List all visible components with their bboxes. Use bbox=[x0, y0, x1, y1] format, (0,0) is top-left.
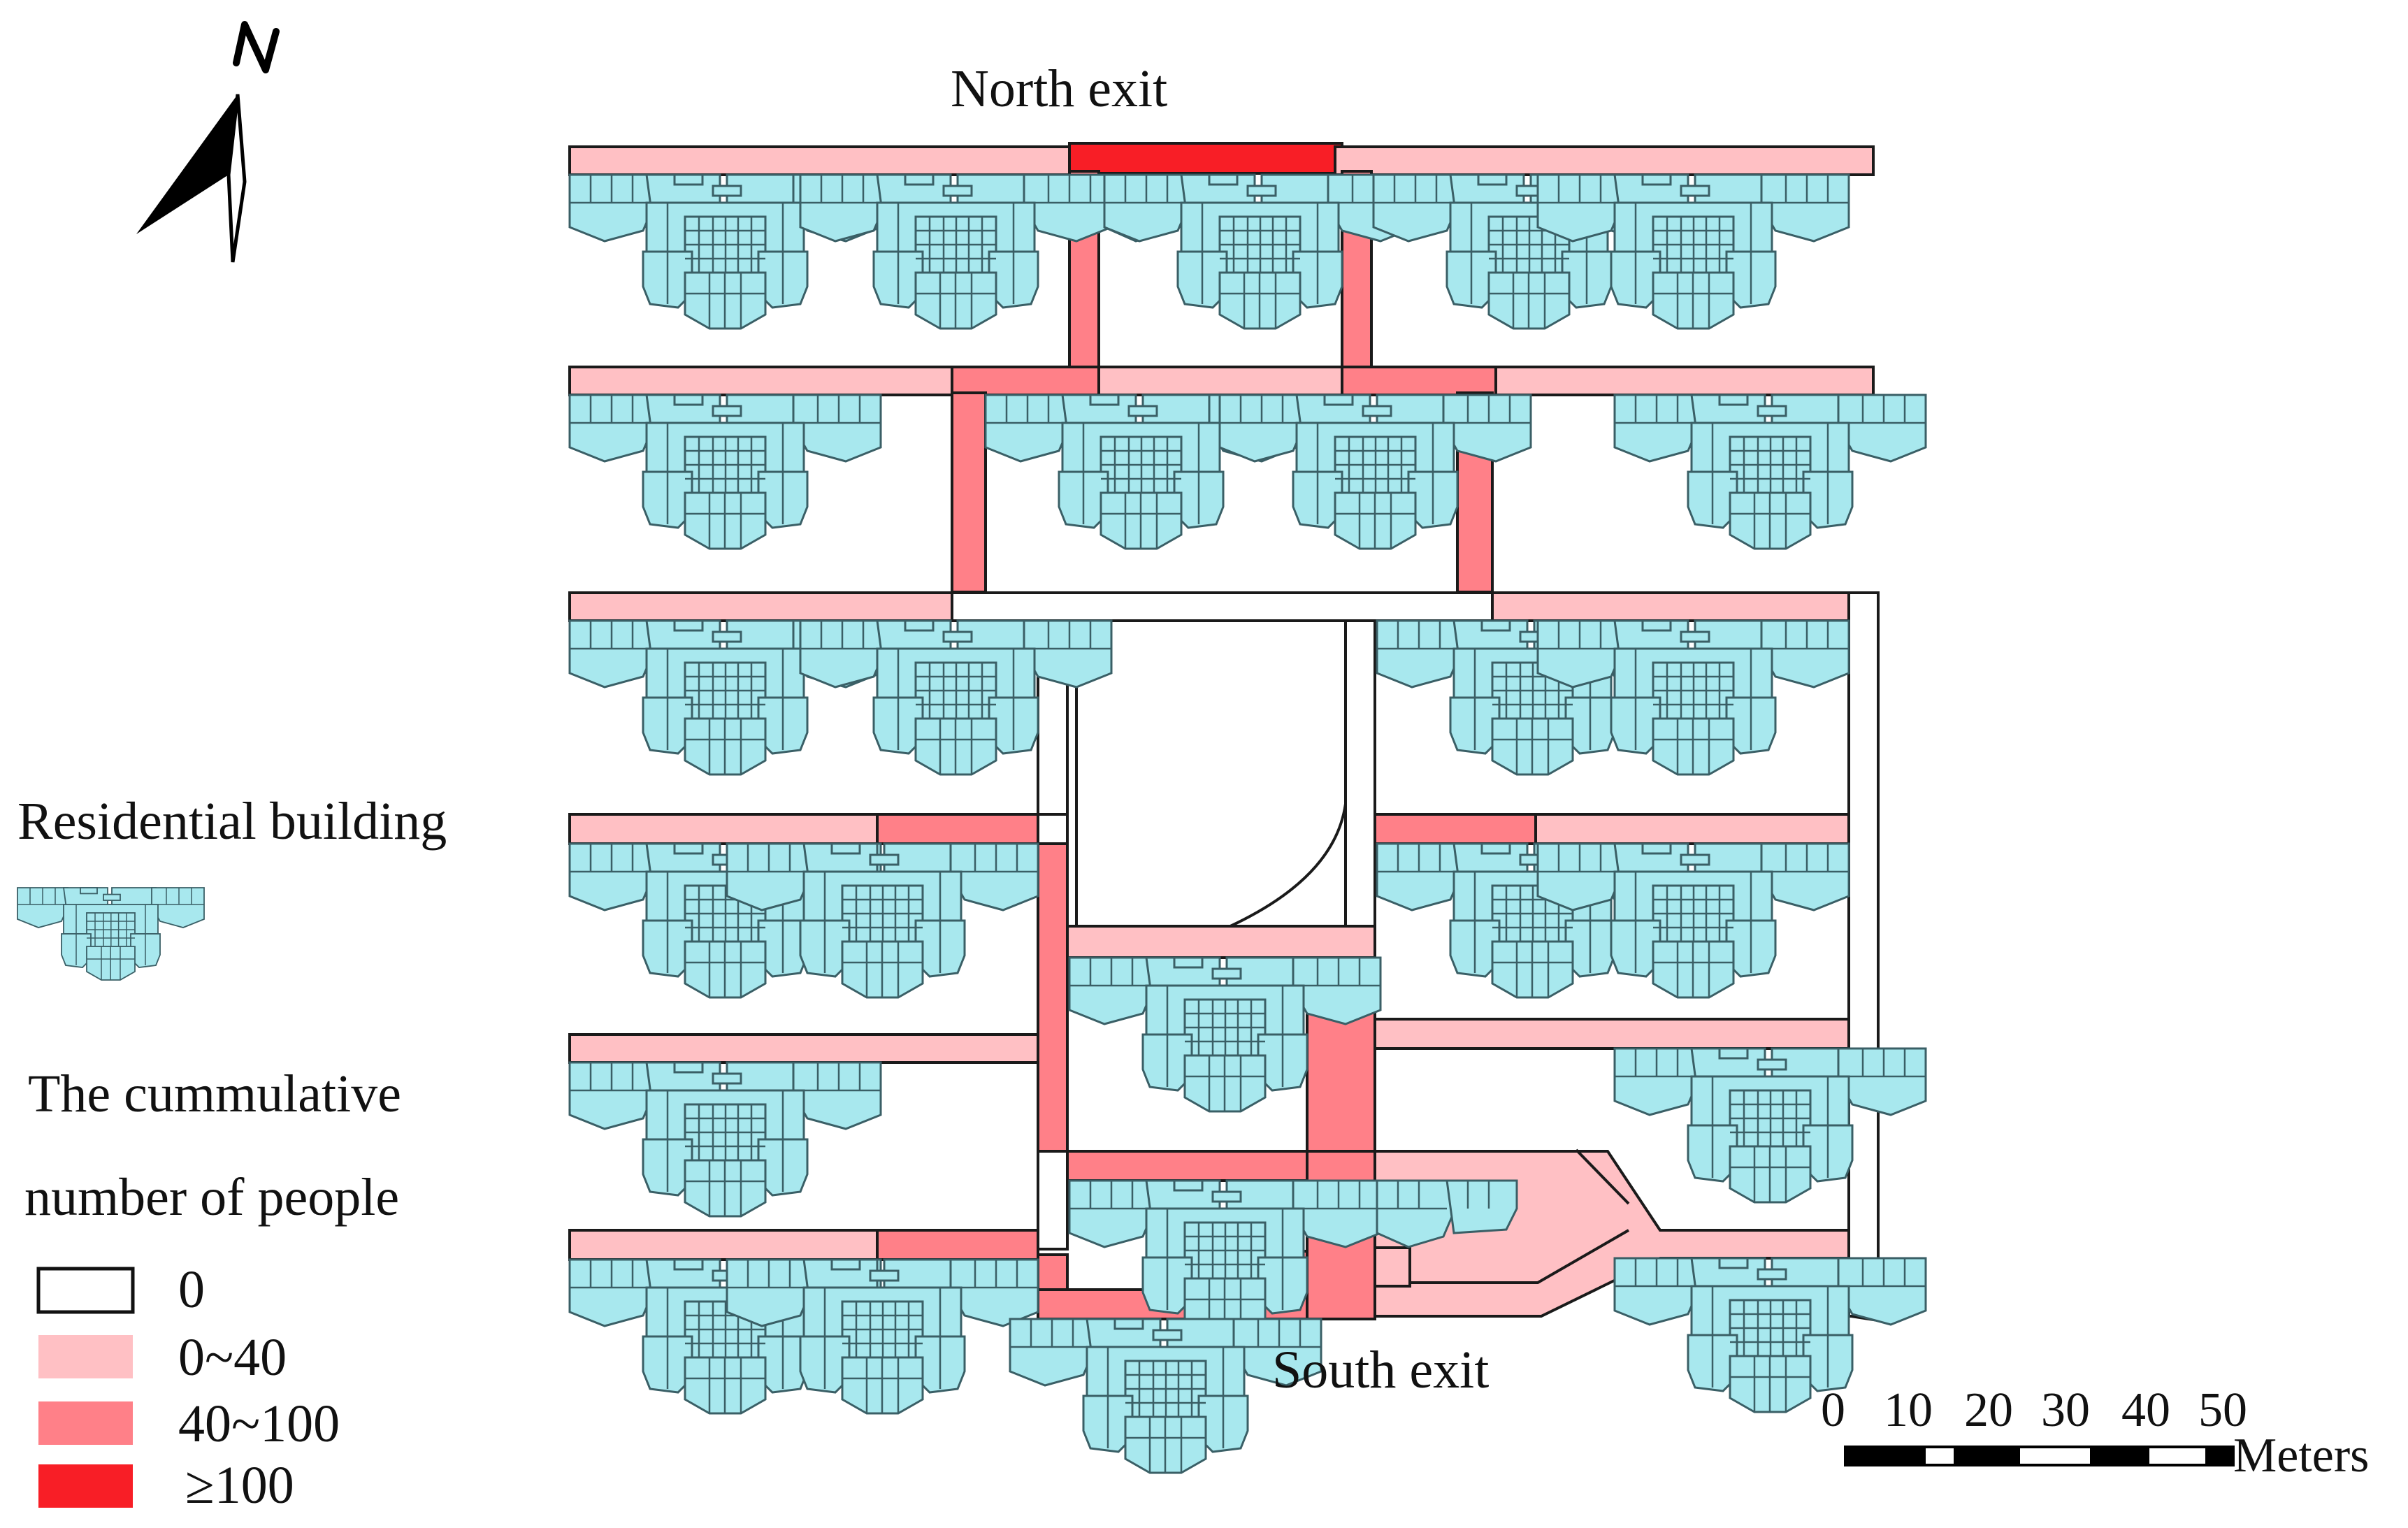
scale-unit-label: Meters bbox=[2233, 1429, 2369, 1483]
residential-building bbox=[1613, 1257, 1927, 1413]
residential-building bbox=[568, 1061, 882, 1218]
road-segment bbox=[1097, 366, 1343, 396]
road-segment bbox=[1066, 1150, 1308, 1182]
legend-class-label: 40~100 bbox=[178, 1394, 340, 1453]
scale-tick-label: 50 bbox=[2198, 1383, 2247, 1437]
south-exit-label: South exit bbox=[1272, 1341, 1489, 1399]
legend-swatch-100 bbox=[38, 1464, 133, 1508]
residential-building bbox=[1613, 394, 1927, 550]
road-segment bbox=[1037, 1150, 1069, 1250]
road-segment bbox=[568, 366, 956, 396]
road-segment bbox=[1037, 813, 1069, 845]
road-segment bbox=[876, 1229, 1039, 1261]
road-segment bbox=[1374, 1018, 1850, 1050]
road-segment bbox=[1068, 142, 1343, 175]
road-segment bbox=[1374, 813, 1537, 845]
scale-tick-label: 20 bbox=[1964, 1383, 2013, 1437]
legend-title-line2: number of people bbox=[24, 1168, 399, 1227]
legend-class-label: ≥100 bbox=[185, 1456, 294, 1515]
residential-building bbox=[799, 173, 1113, 330]
road-segment bbox=[568, 1033, 1039, 1064]
residential-building bbox=[568, 394, 882, 550]
scale-tick-label: 30 bbox=[2041, 1383, 2090, 1437]
legend-swatch-40-100 bbox=[38, 1401, 133, 1445]
scale-bar: 0 10 20 30 40 50 Meters bbox=[1821, 1383, 2369, 1483]
scale-tick-label: 10 bbox=[1884, 1383, 1933, 1437]
scale-tick-label: 40 bbox=[2121, 1383, 2170, 1437]
road-segment bbox=[568, 145, 1078, 176]
legend-building-label: Residential building bbox=[17, 792, 447, 851]
road-segment bbox=[1341, 366, 1497, 396]
north-exit-label: North exit bbox=[951, 59, 1167, 118]
road-segment bbox=[1037, 842, 1069, 1153]
road-segment bbox=[1847, 591, 1880, 1318]
legend-class-label: 0 bbox=[178, 1260, 205, 1319]
road-network bbox=[568, 142, 1881, 1322]
legend-swatch-0-40 bbox=[38, 1335, 133, 1378]
road-segment bbox=[1491, 591, 1850, 622]
scale-tick-label: 0 bbox=[1821, 1383, 1845, 1437]
road-segment bbox=[1334, 145, 1875, 176]
legend-title-line1: The cummulative bbox=[28, 1065, 401, 1123]
road-segment bbox=[951, 591, 1495, 622]
road-segment bbox=[1344, 619, 1376, 930]
legend-class-label: 0~40 bbox=[178, 1328, 287, 1387]
road-segment bbox=[568, 813, 879, 845]
road-segment bbox=[1494, 366, 1875, 396]
road-segment bbox=[1066, 925, 1376, 959]
legend-swatch-0 bbox=[36, 1267, 135, 1314]
road-segment bbox=[951, 391, 987, 593]
legend: Residential building The cummulative num… bbox=[17, 792, 447, 1515]
legend-building-swatch bbox=[17, 887, 205, 981]
road-segment bbox=[951, 366, 1100, 396]
road-segment bbox=[1534, 813, 1850, 845]
road-segment bbox=[876, 813, 1039, 845]
north-arrow-icon bbox=[136, 21, 280, 263]
road-segment bbox=[568, 1229, 879, 1261]
road-segment bbox=[568, 591, 953, 622]
